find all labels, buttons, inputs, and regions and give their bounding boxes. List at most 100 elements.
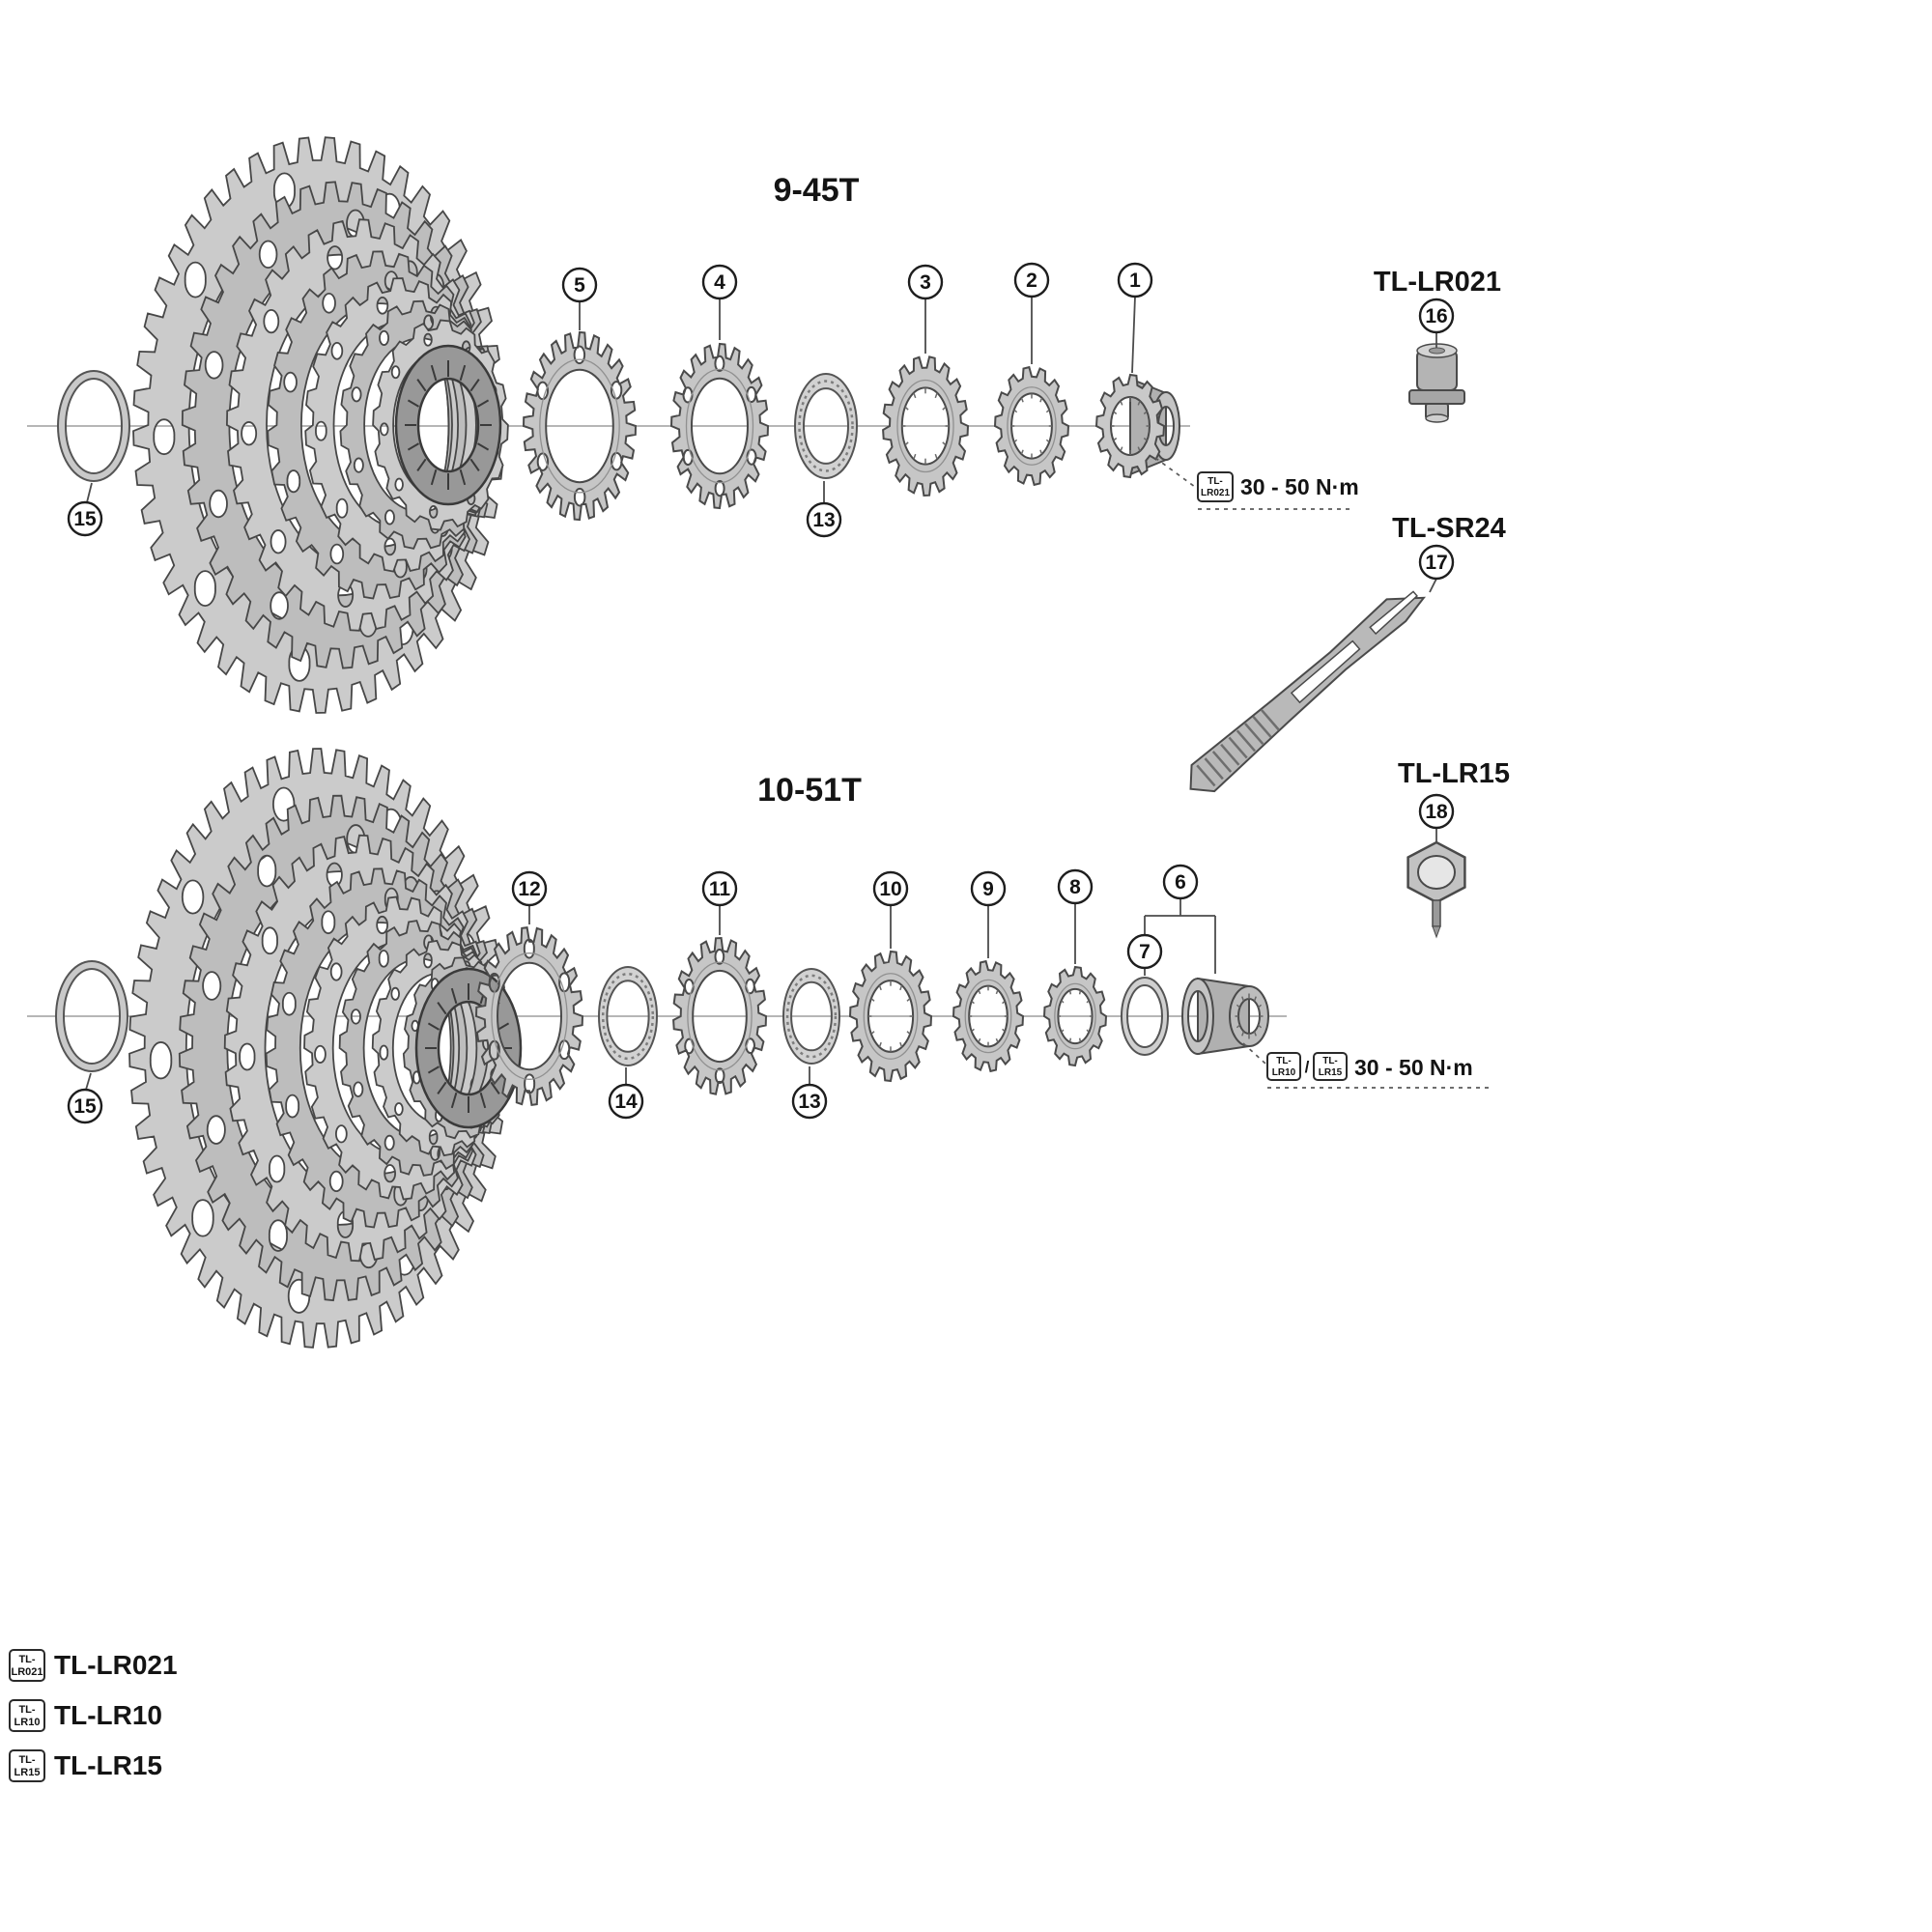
loose-parts-10-51t xyxy=(54,925,1270,1107)
ellipse-shape xyxy=(601,972,655,1061)
path-shape xyxy=(669,342,770,510)
callout-circle xyxy=(701,870,738,907)
hub-spline-tick xyxy=(437,1002,447,1015)
torque-note-top: TL- LR021 30 - 50 N·m xyxy=(1154,457,1359,510)
line-shape xyxy=(1086,1029,1090,1033)
line-shape xyxy=(971,1028,975,1033)
torque-tool-badge xyxy=(1313,1052,1348,1081)
line-shape xyxy=(1241,996,1245,1002)
legend-badge-line2: LR15 xyxy=(14,1767,41,1778)
hub-spline-tick xyxy=(469,458,480,471)
sprocket-4 xyxy=(669,342,770,510)
callout-number: 7 xyxy=(1139,941,1151,963)
legend-badge-line1: TL- xyxy=(18,1754,35,1766)
callout-circle xyxy=(1418,793,1455,830)
line-shape xyxy=(1253,1031,1257,1037)
line-shape xyxy=(1258,1004,1263,1009)
callout-leader xyxy=(1131,296,1136,374)
line-shape xyxy=(1220,743,1240,766)
torque-value: 30 - 50 N·m xyxy=(1240,474,1359,499)
callout-number: 14 xyxy=(614,1091,638,1113)
callout-6: 6 xyxy=(1145,864,1216,974)
rect-shape xyxy=(1432,899,1441,927)
callout-number: 15 xyxy=(73,508,97,530)
sprocket-stack xyxy=(132,136,509,714)
callout-circle xyxy=(1418,544,1455,581)
line-shape xyxy=(1120,400,1123,406)
line-shape xyxy=(934,392,938,399)
sprocket-12 xyxy=(474,925,584,1107)
line-shape xyxy=(1039,449,1043,455)
legend-item-tl-lr15: TL- LR15 TL-LR15 xyxy=(9,1749,162,1782)
legend-badge-line1: TL- xyxy=(18,1654,35,1665)
line-shape xyxy=(1236,729,1257,753)
ellipse-shape xyxy=(491,952,568,1080)
line-shape xyxy=(1045,439,1050,443)
line-shape xyxy=(971,1000,975,1005)
hub-spline-tick xyxy=(427,1022,440,1031)
line-shape xyxy=(1143,411,1148,415)
line-shape xyxy=(878,1041,882,1048)
line-shape xyxy=(1252,716,1272,738)
callout-11: 11 xyxy=(701,870,738,935)
callout-15-top: 15 xyxy=(67,482,103,537)
hub-spline-tick xyxy=(416,379,427,392)
hub-spline-tick xyxy=(469,379,480,392)
line-shape xyxy=(1241,1031,1245,1037)
line-shape xyxy=(904,406,909,411)
line-shape xyxy=(1236,1024,1240,1029)
callout-leader xyxy=(85,1072,92,1091)
callout-number: 9 xyxy=(982,878,994,900)
legend-tool-badge xyxy=(9,1649,45,1682)
line-shape xyxy=(1258,1024,1263,1029)
sprocket-11 xyxy=(672,936,768,1095)
hub-spline-tick xyxy=(407,399,420,408)
line-shape xyxy=(1013,409,1018,413)
line-shape xyxy=(1002,1000,1006,1005)
callout-circle xyxy=(907,264,944,300)
spacer-14 xyxy=(597,966,659,1066)
callout-circle xyxy=(1013,262,1050,298)
callout-circle xyxy=(511,870,548,907)
callout-number: 1 xyxy=(1129,270,1141,292)
line-shape xyxy=(1137,446,1141,452)
line-shape xyxy=(934,453,938,460)
ellipse-shape xyxy=(1054,982,1096,1050)
hub-spline-tick xyxy=(476,442,490,451)
torque-tool-badge-line2: LR021 xyxy=(1201,488,1230,498)
callout-12: 12 xyxy=(511,870,548,924)
callout-1: 1 xyxy=(1117,262,1153,374)
callout-number: 2 xyxy=(1026,270,1037,292)
cassette-cluster-9-45t xyxy=(132,136,509,714)
callout-16: 16 xyxy=(1418,298,1455,348)
line-shape xyxy=(1020,397,1024,403)
legend-label: TL-LR10 xyxy=(54,1700,162,1730)
hub-spline-tick xyxy=(450,987,458,1005)
legend-label: TL-LR021 xyxy=(54,1650,178,1680)
line-shape xyxy=(1236,1004,1240,1009)
ellipse-shape xyxy=(964,979,1012,1054)
hub-spline-tick xyxy=(430,364,438,382)
legend-badge-line2: LR10 xyxy=(14,1717,41,1728)
line-shape xyxy=(1196,764,1216,787)
path-shape xyxy=(56,370,131,482)
callout-number: 11 xyxy=(709,878,731,900)
callout-number: 13 xyxy=(812,509,835,531)
callout-circle xyxy=(67,1088,103,1124)
path-shape xyxy=(1432,925,1441,939)
ellipse-shape xyxy=(1007,386,1057,466)
hub-spline-tick xyxy=(459,364,467,382)
title-9-45t: 9-45T xyxy=(774,172,860,209)
hub-spline-tick xyxy=(407,442,420,451)
torque-tool-badge-line1: TL- xyxy=(1322,1056,1338,1066)
line-shape xyxy=(1113,411,1118,415)
line-shape xyxy=(1211,751,1233,773)
line-shape xyxy=(1204,757,1224,781)
callout-number: 4 xyxy=(714,271,725,294)
line-shape xyxy=(995,1037,999,1043)
hub-spline-tick xyxy=(497,1022,510,1031)
path-shape xyxy=(54,960,129,1072)
line-shape xyxy=(1078,990,1082,995)
line-shape xyxy=(906,1031,911,1035)
line-shape xyxy=(904,441,909,446)
